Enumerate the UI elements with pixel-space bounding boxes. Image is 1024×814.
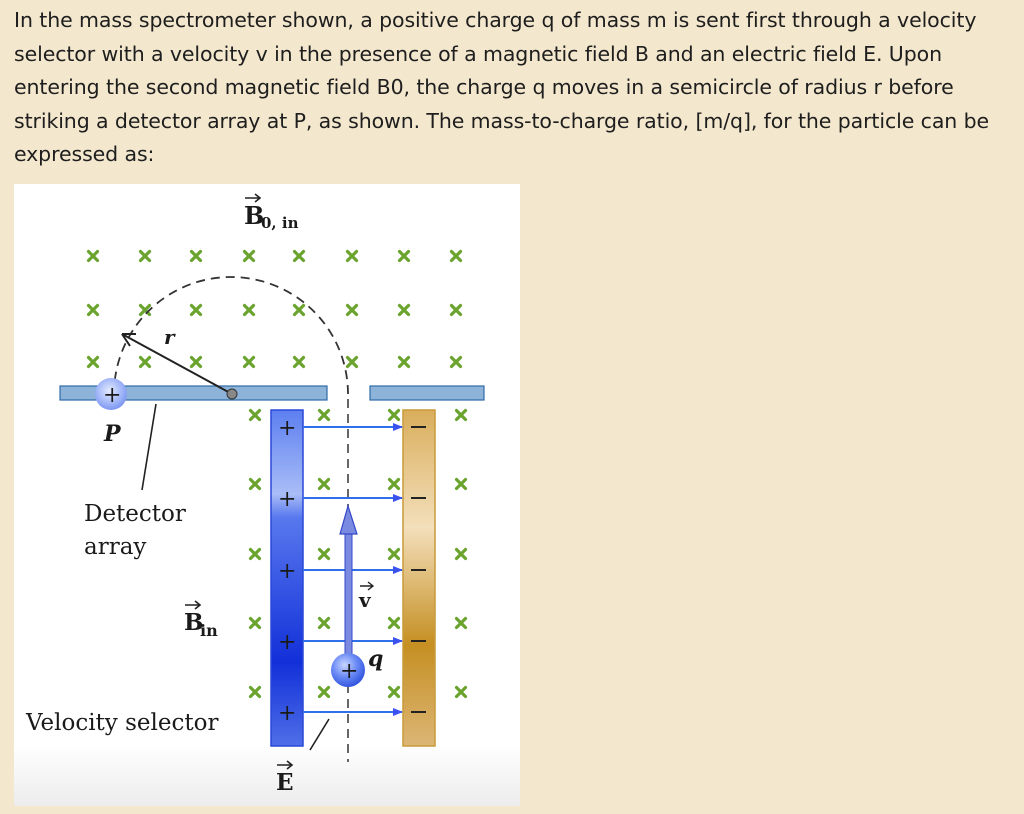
svg-text:r: r <box>164 325 176 349</box>
svg-text:q: q <box>368 646 383 672</box>
bin-field-label: B in <box>184 600 218 640</box>
positive-plate <box>270 409 304 747</box>
negative-plate <box>402 409 436 747</box>
semicircle-trajectory <box>113 276 349 395</box>
svg-text:in: in <box>200 621 218 640</box>
point-p-label: P <box>103 421 122 447</box>
b0-field-label: B 0, in <box>244 193 299 232</box>
radius-arrow: r <box>121 325 238 400</box>
svg-text:+: + <box>278 630 296 655</box>
svg-text:+: + <box>278 701 296 726</box>
mass-spectrometer-figure: B 0, in r + <box>14 184 520 806</box>
efield-label: E <box>276 760 294 796</box>
svg-text:v: v <box>358 588 372 612</box>
svg-text:B: B <box>184 609 203 636</box>
positive-charge-signs: + + + + + <box>278 416 296 726</box>
detector-label-line2: array <box>84 534 146 560</box>
velocity-selector-label: Velocity selector <box>25 710 218 736</box>
svg-text:B: B <box>244 201 264 230</box>
svg-text:+: + <box>278 559 296 584</box>
detector-pointer-line <box>141 403 157 491</box>
svg-text:+: + <box>278 487 296 512</box>
negative-charge-signs <box>411 426 426 713</box>
question-text: In the mass spectrometer shown, a positi… <box>14 8 990 166</box>
b0-field-into-page-icons <box>86 249 463 369</box>
svg-text:+: + <box>340 659 358 684</box>
detector-array-bar-right <box>369 385 485 401</box>
efield-pointer-line <box>309 718 330 751</box>
detector-label-line1: Detector <box>84 501 186 527</box>
spectrometer-diagram: B 0, in r + <box>25 193 485 796</box>
svg-text:+: + <box>278 416 296 441</box>
svg-text:+: + <box>103 383 121 408</box>
svg-text:E: E <box>276 769 294 796</box>
svg-text:0, in: 0, in <box>261 214 299 232</box>
moving-charge: + q <box>331 646 383 687</box>
velocity-arrow: v <box>339 503 375 655</box>
charge-at-p: + <box>95 378 127 410</box>
